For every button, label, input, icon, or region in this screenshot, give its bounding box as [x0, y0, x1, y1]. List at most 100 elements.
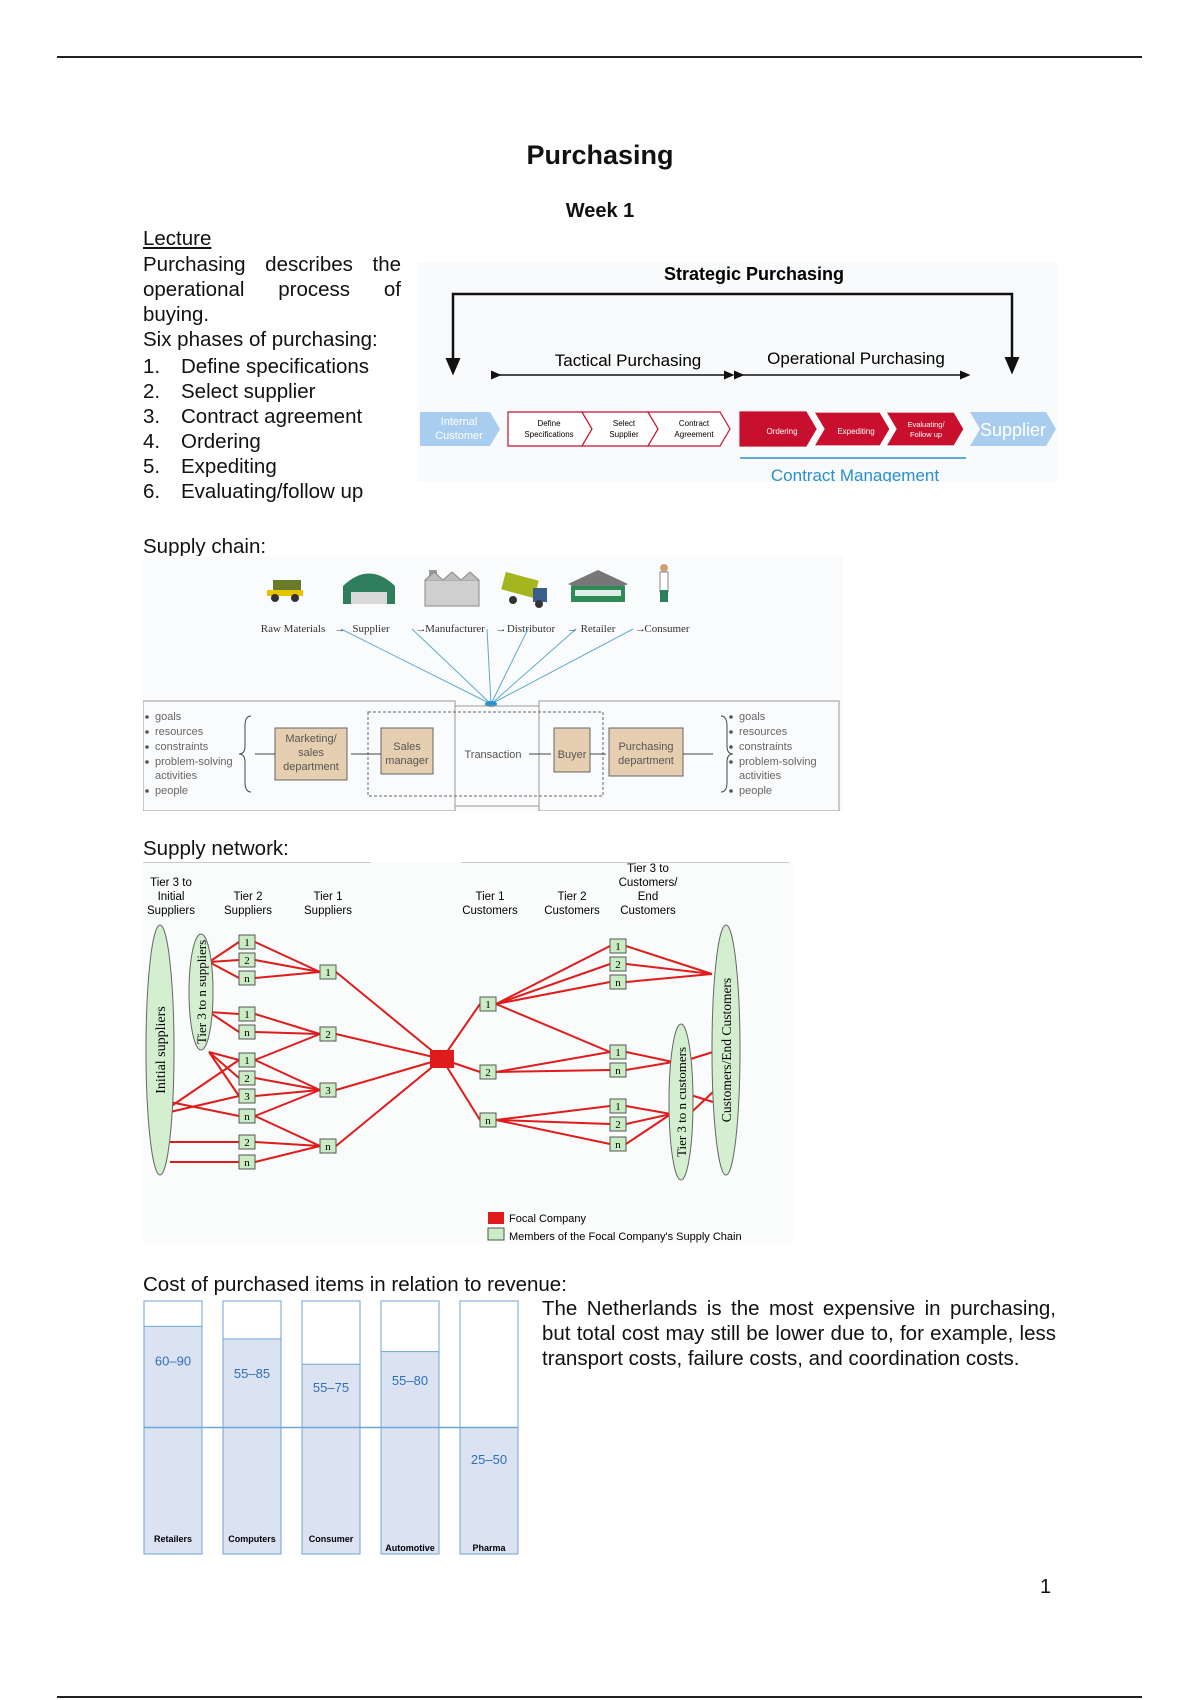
- network-link: [495, 981, 611, 1005]
- network-link: [254, 1089, 321, 1117]
- stage-arrow: →: [496, 623, 507, 635]
- tier3-suppliers-label: Tier 3 to n suppliers: [194, 940, 209, 1044]
- contract-label-1: Contract: [679, 419, 710, 428]
- transaction-label: Transaction: [464, 749, 521, 761]
- svg-text:1: 1: [615, 941, 621, 953]
- svg-text:1: 1: [485, 999, 491, 1011]
- network-header: Customers/: [619, 877, 679, 889]
- strategic-title: Strategic Purchasing: [664, 264, 844, 284]
- network-header: Suppliers: [304, 905, 352, 917]
- tier1-supplier-node: 2: [319, 1026, 337, 1042]
- purchasing-dept-label-2: department: [618, 755, 674, 767]
- tier1-supplier-node: 1: [319, 964, 337, 980]
- chain-list-item: people: [739, 785, 772, 797]
- stage-arrow: →: [567, 623, 578, 635]
- network-link: [495, 1051, 611, 1073]
- network-link: [625, 973, 713, 983]
- tier2-supplier-node: n: [238, 1024, 256, 1040]
- list-label: Select supplier: [181, 380, 316, 403]
- network-link: [254, 1013, 321, 1035]
- supply-chain-diagram: Raw Materials→Supplier→Manufacturer→Dist…: [143, 556, 843, 811]
- ordering-chevron: [739, 411, 817, 447]
- range-label: 55–80: [392, 1373, 428, 1388]
- svg-text:2: 2: [244, 955, 250, 967]
- network-link: [254, 1077, 321, 1091]
- network-link: [208, 1051, 240, 1061]
- cost-bar-chart: 60–90Retailers55–85Computers55–75Consume…: [143, 1300, 519, 1555]
- network-link: [208, 1051, 240, 1079]
- sales-manager-label-1: Sales: [393, 741, 421, 753]
- network-link: [254, 1145, 321, 1163]
- tier1-customer-node: 1: [479, 996, 497, 1012]
- evaluating-label-1: Evaluating/: [907, 420, 945, 429]
- chain-list-item: resources: [739, 726, 788, 738]
- chain-list-item: constraints: [155, 741, 209, 753]
- list-label: Evaluating/follow up: [181, 480, 364, 503]
- list-label: Expediting: [181, 455, 277, 478]
- tier2-customer-node: 1: [609, 938, 627, 954]
- tier2-supplier-node: 1: [238, 1006, 256, 1022]
- network-link: [441, 1058, 481, 1121]
- svg-text:2: 2: [615, 959, 621, 971]
- stage-label: Manufacturer: [425, 623, 485, 635]
- ordering-label: Ordering: [766, 427, 797, 436]
- network-header: End: [638, 891, 658, 903]
- network-link: [254, 971, 321, 979]
- netherlands-paragraph: The Netherlands is the most expensive in…: [542, 1297, 1056, 1370]
- bullet: [729, 715, 733, 719]
- tier2-customer-node: n: [609, 1062, 627, 1078]
- evaluating-chevron: [884, 411, 965, 447]
- network-link: [208, 959, 240, 963]
- stage-arrow: →: [416, 623, 427, 635]
- svg-text:n: n: [244, 1111, 250, 1123]
- expediting-label: Expediting: [837, 427, 874, 436]
- chain-list-item: people: [155, 785, 188, 797]
- range-label: 25–50: [471, 1452, 507, 1467]
- buyer-label: Buyer: [558, 749, 587, 761]
- network-link: [208, 1011, 240, 1015]
- network-link: [208, 1011, 240, 1033]
- chain-list-item: activities: [739, 770, 782, 782]
- network-link: [495, 963, 611, 1005]
- supplier-end-chevron: [970, 412, 1056, 446]
- list-item: 2.Select supplier: [143, 379, 369, 404]
- tier2-supplier-node: n: [238, 1154, 256, 1170]
- initial-suppliers-ellipse: Initial suppliers: [145, 924, 175, 1176]
- supplier-icon: [343, 573, 395, 604]
- bar: [222, 1338, 282, 1555]
- network-link: [254, 1031, 321, 1035]
- network-link: [254, 1059, 321, 1091]
- legend-focal-swatch: [488, 1212, 504, 1224]
- bullet: [729, 760, 733, 764]
- network-link: [625, 1113, 672, 1125]
- list-number: 3.: [143, 405, 161, 428]
- marketing-label-1: Marketing/: [285, 733, 337, 745]
- list-number: 5.: [143, 455, 161, 478]
- list-number: 1.: [143, 355, 161, 378]
- range-label: 60–90: [155, 1353, 191, 1368]
- tier1-supplier-node: 3: [319, 1082, 337, 1098]
- list-item: 1.Define specifications: [143, 354, 369, 379]
- define-label-2: Specifications: [524, 430, 573, 439]
- strategic-purchasing-diagram: Strategic Purchasing Tactical Purchasing…: [418, 262, 1058, 482]
- chain-list-item: constraints: [739, 741, 793, 753]
- network-header: Tier 3 to: [627, 863, 669, 875]
- bar: [380, 1351, 440, 1555]
- network-header: Customers: [620, 905, 676, 917]
- tier2-supplier-node: n: [238, 1108, 256, 1124]
- marketing-label-3: department: [283, 761, 339, 773]
- svg-text:1: 1: [244, 1009, 250, 1021]
- bullet: [145, 730, 149, 734]
- network-header: Customers: [462, 905, 518, 917]
- contract-management-label: Contract Management: [771, 466, 939, 482]
- tier2-customer-node: n: [609, 1136, 627, 1152]
- svg-text:2: 2: [325, 1029, 331, 1041]
- svg-text:n: n: [244, 973, 250, 985]
- chain-list-item: goals: [739, 711, 766, 723]
- contract-label-2: Agreement: [674, 430, 714, 439]
- bar: [301, 1363, 361, 1555]
- svg-text:3: 3: [244, 1091, 250, 1103]
- svg-text:1: 1: [615, 1101, 621, 1113]
- end-customers-label: Customers/End Customers: [719, 978, 734, 1122]
- purchasing-dept-label-1: Purchasing: [618, 741, 673, 753]
